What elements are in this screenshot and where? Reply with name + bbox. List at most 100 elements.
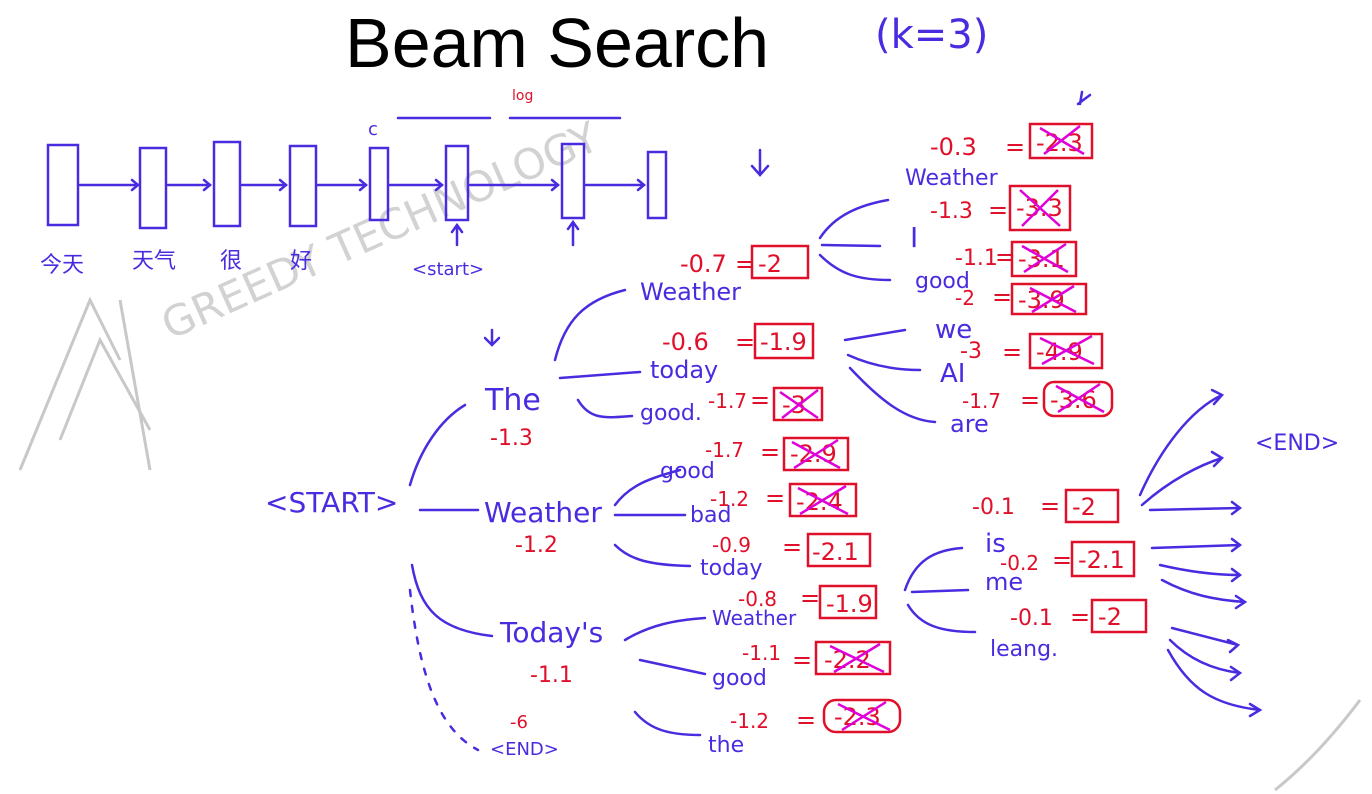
level3a-total-score: -4.9	[1036, 338, 1083, 366]
input-token: 今天	[40, 253, 84, 278]
level2-local-score: -1.1	[742, 641, 781, 665]
rnn-cell	[212, 140, 242, 228]
level2-word: good	[712, 666, 767, 691]
level1-word: Weather	[484, 496, 602, 529]
corner-watermark	[1274, 699, 1362, 792]
svg-text:=: =	[1052, 546, 1072, 574]
svg-text:=: =	[735, 250, 755, 278]
level1-score: -6	[510, 712, 528, 733]
svg-text:=: =	[1020, 386, 1040, 414]
svg-text:=: =	[750, 386, 770, 414]
level1-score: -1.3	[490, 426, 533, 451]
level2-word: good.	[640, 401, 702, 426]
level3a-branches	[818, 198, 937, 424]
svg-text:=: =	[800, 584, 820, 612]
svg-text:=: =	[792, 646, 812, 674]
level3a-local-score: -1.1	[955, 246, 998, 271]
rnn-cell	[288, 144, 318, 228]
level2-total-score: -2.3	[834, 703, 881, 731]
page-title: Beam Search	[345, 4, 770, 82]
level3a-word: Weather	[905, 166, 999, 191]
level1-word: <END>	[490, 739, 559, 760]
context-label: c	[368, 119, 378, 140]
level3b-local-score: -0.2	[1000, 551, 1039, 575]
level2-word: Weather	[712, 606, 797, 630]
level3a-local-score: -1.7	[962, 389, 1001, 413]
rnn-cell	[560, 142, 586, 220]
level2-local-score: -1.2	[730, 709, 769, 733]
level2-total-score: -1.9	[760, 328, 807, 356]
level2-word: today	[700, 556, 763, 581]
level2-branches	[553, 288, 707, 737]
level1-branches	[408, 403, 494, 752]
level2-local-score: -1.7	[708, 389, 747, 413]
level2-local-score: -0.7	[680, 250, 727, 278]
encoder-cells	[46, 116, 770, 347]
svg-text:=: =	[1005, 133, 1025, 161]
level2-total-score: -2.1	[812, 538, 859, 566]
svg-text:=: =	[760, 438, 780, 466]
level3a-word: are	[950, 410, 989, 438]
level1-word: Today's	[499, 616, 603, 649]
svg-text:=: =	[782, 533, 802, 561]
level2-word: the	[708, 733, 744, 758]
level2-local-score: -0.9	[712, 533, 751, 557]
level2-nodes: Weather -0.7 = -2 today -0.6 = -1.9 good…	[640, 244, 902, 758]
rnn-cell	[444, 144, 470, 222]
level3b-local-score: -0.1	[972, 495, 1015, 520]
level2-local-score: -0.8	[738, 587, 777, 611]
level3b-total-score: -2.1	[1078, 546, 1125, 574]
svg-text:=: =	[1070, 603, 1090, 631]
final-branches	[1138, 388, 1263, 718]
level2-total-score: -2.2	[824, 646, 871, 674]
level3b-branches	[903, 546, 977, 634]
svg-text:=: =	[1040, 492, 1060, 520]
level3b-total-score: -2	[1098, 603, 1122, 631]
svg-text:=: =	[1002, 338, 1022, 366]
rnn-cell	[368, 146, 390, 222]
rnn-cell	[138, 146, 168, 230]
level3a-local-score: -1.3	[930, 199, 973, 224]
level3b-word: leang.	[990, 637, 1058, 662]
svg-text:=: =	[988, 196, 1008, 224]
level2-word: today	[650, 356, 718, 384]
level3b-nodes: is -0.1 = -2 me -0.2 = -2.1 leang. -0.1 …	[972, 488, 1148, 662]
level3a-word: we	[935, 315, 972, 345]
svg-text:=: =	[796, 706, 816, 734]
start-node: <START>	[265, 486, 398, 519]
level3a-local-score: -2	[955, 286, 975, 310]
level3b-word: is	[985, 529, 1006, 559]
level2-word: bad	[690, 503, 731, 528]
level2-total-score: -2	[758, 250, 782, 278]
level1-word: The	[484, 383, 541, 418]
level3a-word: I	[910, 221, 918, 254]
level3a-total-score: -3.9	[1018, 286, 1065, 314]
level3b-total-score: -2	[1072, 493, 1096, 521]
log-label: log	[512, 88, 533, 104]
rnn-cell	[646, 150, 668, 220]
level2-local-score: -0.6	[662, 328, 709, 356]
level3b-local-score: -0.1	[1010, 606, 1053, 631]
input-token: 天气	[132, 249, 176, 274]
level2-local-score: -1.2	[710, 487, 749, 511]
input-token: 很	[220, 249, 242, 274]
input-token: 好	[290, 249, 312, 274]
level2-word: good	[660, 459, 715, 484]
k-note: (k=3)	[875, 12, 988, 58]
start-token-label: <start>	[412, 259, 484, 280]
level3a-nodes: -0.3 = -2.3 Weather I -1.3 = -3.3 good -…	[905, 90, 1114, 438]
end-node: <END>	[1255, 431, 1339, 456]
level3a-word: good	[915, 269, 970, 294]
level1-score: -1.2	[515, 533, 558, 558]
level3a-word: AI	[940, 359, 965, 389]
level3b-word: me	[985, 568, 1023, 596]
svg-text:=: =	[735, 328, 755, 356]
level3a-local-score: -0.3	[930, 133, 977, 161]
level2-word: Weather	[640, 278, 741, 306]
svg-text:=: =	[992, 283, 1012, 311]
level3a-local-score: -3	[960, 339, 982, 364]
svg-text:=: =	[765, 484, 785, 512]
level2-local-score: -1.7	[705, 438, 744, 462]
level1-score: -1.1	[530, 663, 573, 688]
